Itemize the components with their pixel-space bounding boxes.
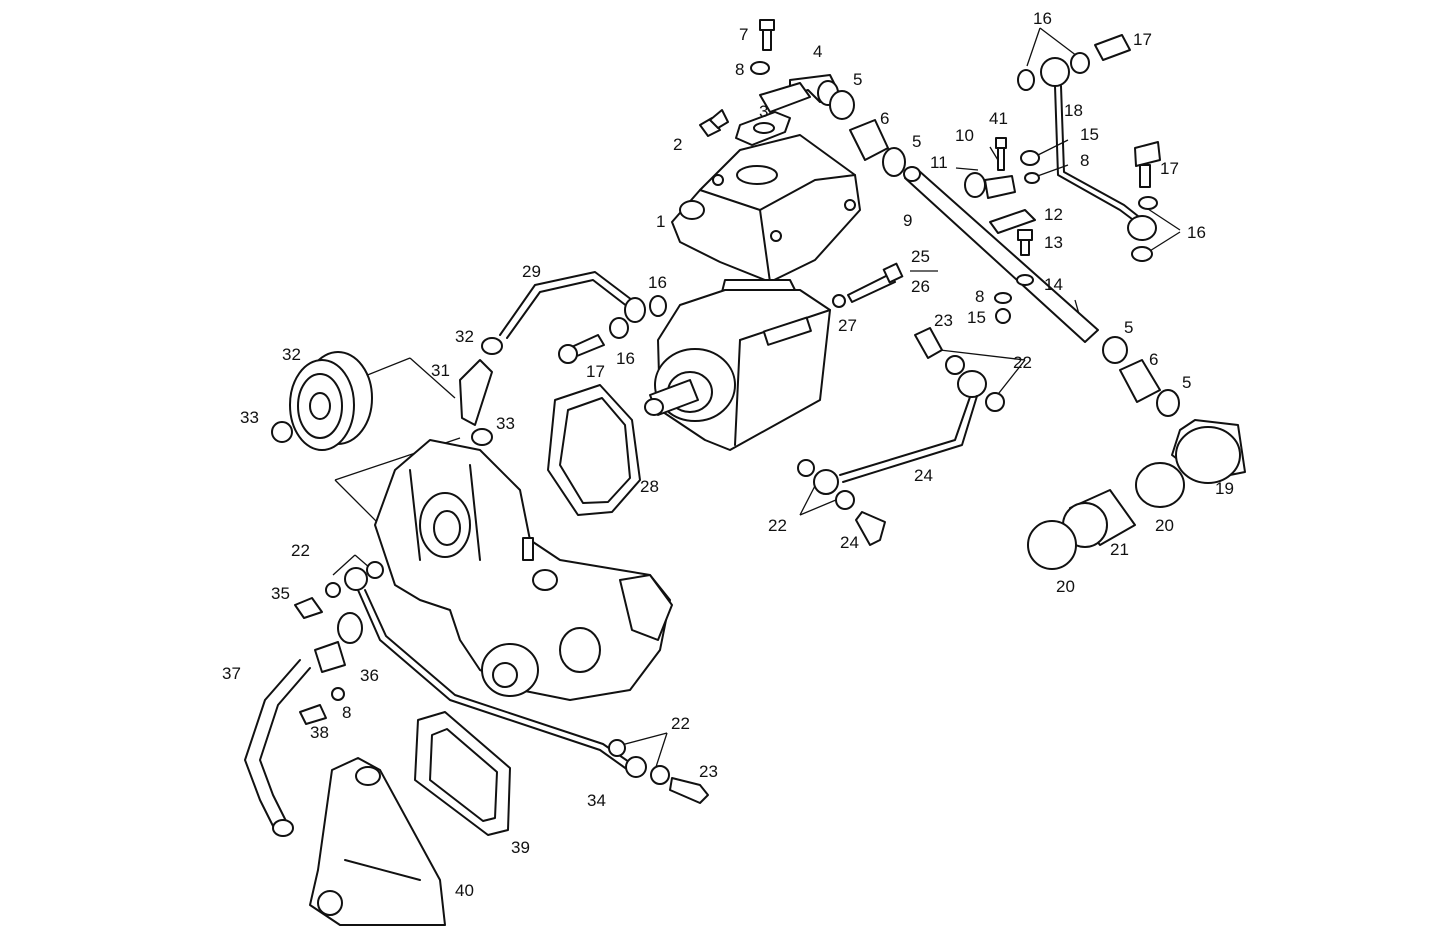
callout-6: 6: [1149, 350, 1158, 369]
callout-26: 26: [911, 277, 930, 296]
callout-15: 15: [1080, 125, 1099, 144]
pulley: [271, 351, 373, 451]
callout-41: 41: [989, 109, 1008, 128]
callout-38: 38: [310, 723, 329, 742]
callout-10: 10: [955, 126, 974, 145]
callout-1: 1: [656, 212, 665, 231]
callout-33: 33: [240, 408, 259, 427]
callout-23: 23: [934, 311, 953, 330]
callout-22: 22: [291, 541, 310, 560]
callout-29: 29: [522, 262, 541, 281]
compressor-bolt: [832, 262, 904, 308]
callout-5: 5: [853, 70, 862, 89]
callout-labels: 7 8 4 5 3 6 5 2 1 9 16 17 18 15 8 17 16 …: [222, 9, 1234, 900]
callout-6: 6: [880, 109, 889, 128]
callout-28: 28: [640, 477, 659, 496]
callout-24: 24: [914, 466, 933, 485]
callout-8: 8: [342, 703, 351, 722]
callout-2: 2: [673, 135, 682, 154]
callout-40: 40: [455, 881, 474, 900]
callout-25: 25: [911, 247, 930, 266]
callout-9: 9: [903, 211, 912, 230]
callout-22: 22: [1013, 353, 1032, 372]
callout-17: 17: [586, 362, 605, 381]
callout-23: 24: [840, 533, 859, 552]
callout-7: 7: [739, 25, 748, 44]
lube-line-middle: [797, 327, 1005, 546]
callout-5: 5: [912, 132, 921, 151]
delivery-pipe: [903, 166, 1246, 570]
callout-23: 23: [699, 762, 718, 781]
callout-34: 34: [587, 791, 606, 810]
callout-30: 33: [496, 414, 515, 433]
lube-line-lower: [244, 561, 709, 837]
callout-37: 37: [222, 664, 241, 683]
timing-cover: [374, 439, 673, 701]
callout-16: 16: [648, 273, 667, 292]
callout-19: 19: [1215, 479, 1234, 498]
callout-35: 35: [271, 584, 290, 603]
callout-8: 8: [975, 287, 984, 306]
callout-27: 27: [838, 316, 857, 335]
callout-3: 3: [759, 102, 768, 121]
callout-16: 16: [1033, 9, 1052, 28]
callout-39: 39: [511, 838, 530, 857]
inspection-cover: [414, 711, 511, 836]
top-fittings: [699, 19, 906, 177]
callout-20: 20: [1155, 516, 1174, 535]
callout-15: 15: [967, 308, 986, 327]
callout-8: 8: [735, 60, 744, 79]
gasket: [547, 384, 641, 516]
callout-22: 22: [768, 516, 787, 535]
callout-36: 36: [360, 666, 379, 685]
callout-5: 5: [1182, 373, 1191, 392]
callout-20: 20: [1056, 577, 1075, 596]
callout-14: 14: [1044, 275, 1063, 294]
callout-11: 11: [930, 153, 948, 172]
callout-22: 22: [671, 714, 690, 733]
callout-5: 5: [1124, 318, 1133, 337]
lube-line-upper: [1017, 34, 1161, 262]
callout-17: 17: [1133, 30, 1152, 49]
callout-13: 13: [1044, 233, 1063, 252]
coolant-hose: [459, 271, 667, 446]
callout-21: 21: [1110, 540, 1129, 559]
callout-30: 32: [455, 327, 474, 346]
pipe-bracket: [964, 137, 1036, 324]
callout-31: 31: [431, 361, 450, 380]
callout-16: 16: [1187, 223, 1206, 242]
callout-17: 17: [1160, 159, 1179, 178]
air-compressor: [644, 134, 861, 451]
callout-18: 18: [1064, 101, 1083, 120]
callout-12: 12: [1044, 205, 1063, 224]
callout-4: 4: [813, 42, 822, 61]
callout-32: 32: [282, 345, 301, 364]
mounting-bracket: [309, 757, 446, 926]
callout-8: 8: [1080, 151, 1089, 170]
callout-16: 16: [616, 349, 635, 368]
